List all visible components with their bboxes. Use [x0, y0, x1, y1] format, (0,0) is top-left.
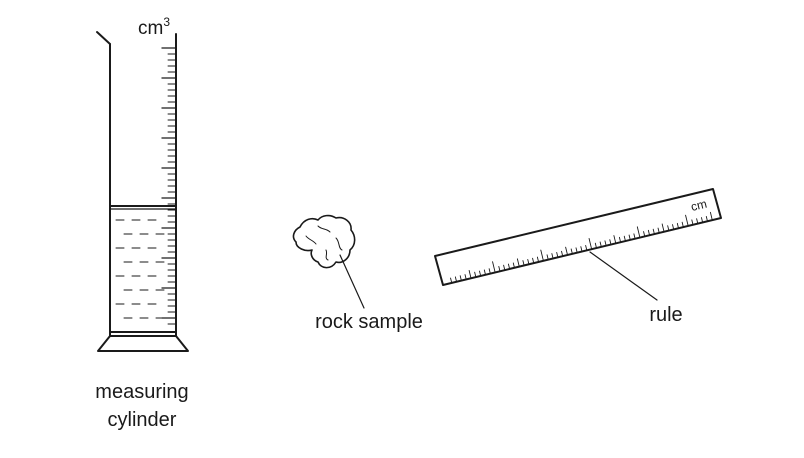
rule-tick: [618, 236, 622, 243]
rule-tick: [575, 247, 578, 254]
rule-tick: [468, 270, 472, 279]
rule-tick: [657, 227, 660, 234]
cylinder-base: [97, 335, 189, 352]
rock-detail-2: [335, 237, 343, 251]
rule-leader-line: [589, 251, 658, 301]
rule-tick: [488, 268, 491, 275]
cylinder-label-line1: measuring: [95, 381, 188, 403]
rock-leader-line: [339, 254, 365, 309]
rule-tick: [565, 246, 568, 256]
rule-tick: [492, 261, 496, 273]
rule-tick: [483, 269, 486, 276]
rule-tick: [585, 245, 588, 251]
rule-label: rule: [649, 304, 682, 326]
rule-tick: [522, 260, 525, 266]
rule-tick: [681, 221, 684, 228]
rule-unit-label: cm: [689, 197, 708, 214]
rule-tick: [594, 242, 597, 249]
rule-tick: [512, 262, 515, 269]
rule-tick: [516, 258, 520, 268]
cylinder-label-line2: cylinder: [108, 409, 177, 431]
rock-sample: [292, 214, 365, 309]
rule-tick: [672, 224, 675, 230]
rule-tick: [691, 219, 694, 226]
rule-tick: [588, 238, 593, 250]
rule-tick: [561, 250, 564, 257]
cylinder-spout: [96, 31, 111, 45]
rule-tick: [527, 258, 530, 265]
rule-tick: [636, 226, 641, 238]
measuring-cylinder: cm3: [96, 15, 189, 352]
rule-tick: [604, 240, 607, 247]
rule-tick: [479, 270, 482, 277]
rule-tick: [464, 274, 467, 280]
liquid-dashes: [115, 219, 165, 319]
rule-tick: [450, 277, 453, 284]
rule-tick: [459, 275, 462, 282]
rock-label: rock sample: [315, 311, 423, 333]
cylinder-scale: [161, 47, 177, 325]
rule-tick: [570, 248, 573, 255]
rock-outline: [292, 214, 356, 269]
rule-tick: [599, 241, 602, 248]
rule-tick: [661, 223, 665, 233]
rule-tick: [536, 256, 540, 263]
rule-tick: [623, 235, 626, 242]
rule-tick: [643, 231, 646, 237]
rock-detail-4: [325, 249, 329, 261]
rule-tick: [609, 239, 612, 245]
rule-tick: [667, 225, 670, 232]
rule-tick: [507, 263, 511, 270]
rule-tick: [676, 222, 679, 229]
rule-tick: [647, 229, 651, 236]
rule-tick: [580, 246, 583, 252]
rock-detail-1: [317, 225, 331, 233]
rule-tick: [628, 234, 631, 241]
rule-tick: [705, 215, 708, 222]
rule: cm: [434, 188, 722, 301]
rule-tick: [701, 217, 704, 223]
rule-tick: [685, 214, 689, 227]
rule-tick: [498, 265, 501, 272]
rule-tick: [532, 257, 535, 264]
rule-scale: [450, 211, 713, 284]
rule-tick: [709, 211, 713, 221]
rock-detail-3: [305, 235, 317, 245]
rule-tick: [454, 276, 457, 283]
cylinder-unit-label: cm3: [138, 15, 170, 39]
rule-tick: [613, 235, 617, 244]
rule-tick: [546, 254, 549, 261]
rule-tick: [503, 264, 506, 271]
rule-tick: [633, 233, 636, 240]
rule-tick: [696, 218, 699, 225]
rule-tick: [652, 228, 655, 235]
rule-tick: [556, 252, 559, 258]
rule-tick: [551, 253, 554, 259]
rule-tick: [540, 249, 544, 262]
rule-tick: [474, 271, 477, 278]
rule-body: [434, 188, 722, 286]
